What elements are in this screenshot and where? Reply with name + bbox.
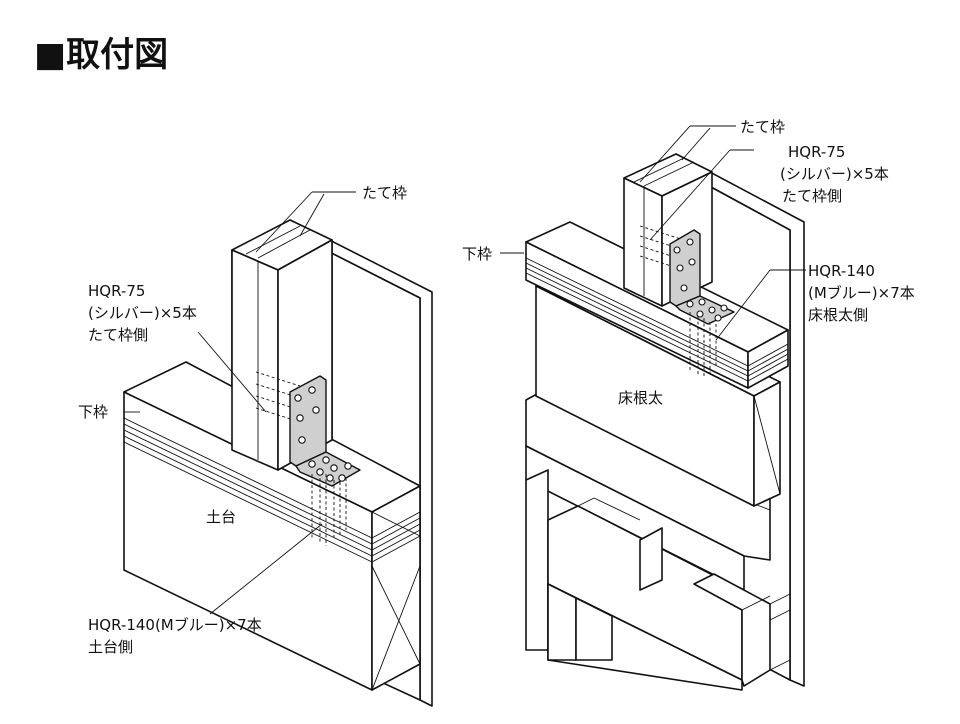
page-title: ■取付図	[34, 35, 168, 75]
left-label-shita-waku: 下枠	[78, 403, 108, 421]
left-label-hqr75-line3: たて枠側	[88, 326, 148, 344]
left-label-hqr75-line2: (シルバー)×5本	[88, 304, 197, 322]
right-label-hqr140-line2: (Mブルー)×7本	[808, 284, 915, 302]
left-angle-bracket	[289, 375, 361, 546]
right-lower-framing	[525, 387, 791, 691]
right-leader-lines	[500, 125, 806, 341]
right-label-tate-waku: たて枠	[740, 118, 785, 136]
right-angle-bracket	[669, 229, 735, 378]
left-label-dodai: 土台	[206, 508, 236, 526]
left-label-hqr140-line2: 土台側	[88, 638, 133, 656]
left-label-hqr140-line1: HQR-140(Mブルー)×7本	[88, 616, 262, 634]
left-figure: たて枠 HQR-75 (シルバー)×5本 たて枠側 下枠 土台 HQR-140(…	[78, 184, 433, 707]
right-label-hqr140-line3: 床根太側	[808, 306, 868, 324]
right-figure: たて枠 HQR-75 (シルバー)×5本 たて枠側 下枠 HQR-140 (Mブ…	[462, 118, 915, 691]
right-label-hqr140-line1: HQR-140	[808, 262, 875, 280]
left-label-hqr75-line1: HQR-75	[88, 282, 145, 300]
right-label-shita-waku: 下枠	[462, 245, 492, 263]
right-label-hqr75-line3: たて枠側	[782, 187, 842, 205]
right-label-yuka-neda: 床根太	[618, 389, 663, 407]
right-label-hqr75-line2: (シルバー)×5本	[780, 165, 889, 183]
right-label-hqr75-line1: HQR-75	[788, 143, 845, 161]
left-label-tate-waku: たて枠	[362, 184, 407, 202]
left-leader-lines	[124, 191, 356, 615]
